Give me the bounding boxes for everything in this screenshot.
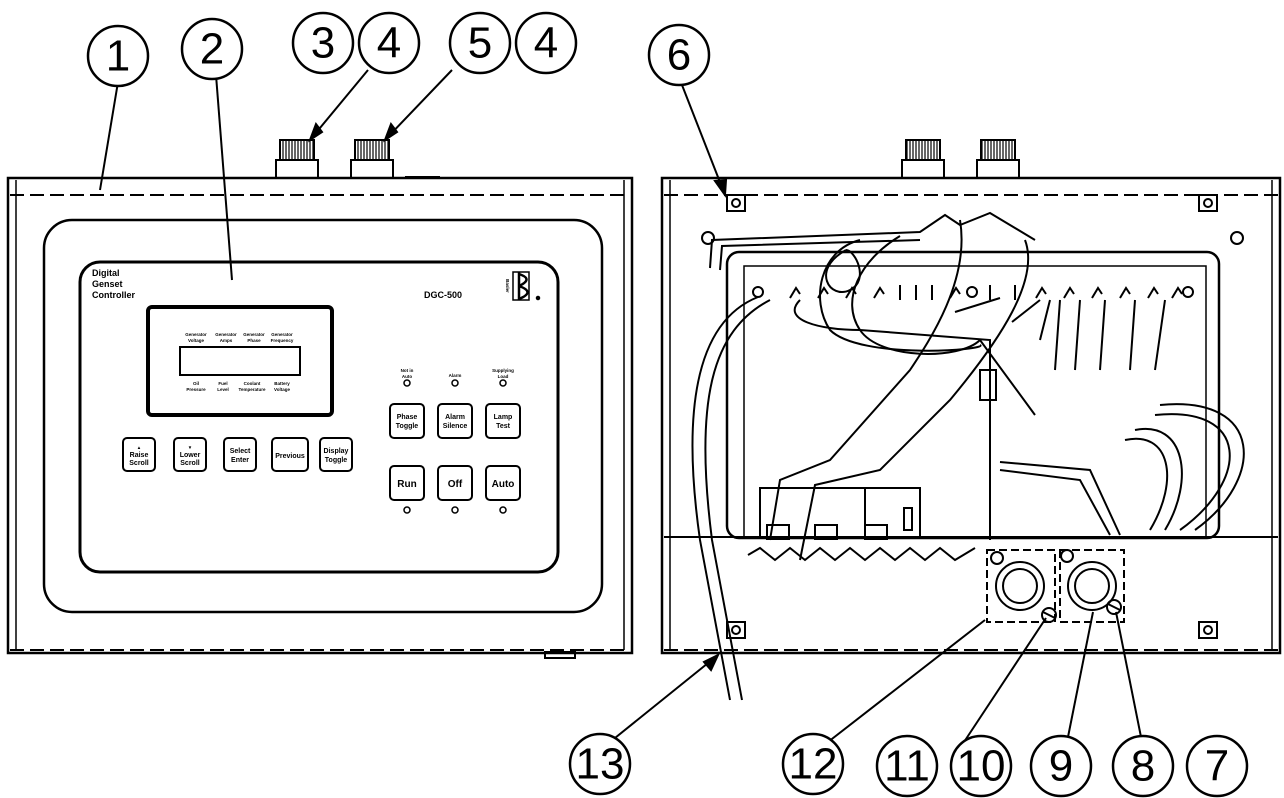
lcd-label-battery-2: Voltage [274,387,290,392]
circular-connector-right [1059,549,1125,623]
auto-key[interactable]: Auto [492,479,515,490]
callout-11: 11 [884,742,930,791]
lcd-label-gen-frequency-1: Generator [271,332,293,337]
lamp-test-label-2: Test [496,423,511,430]
model-label: DGC-500 [424,290,462,300]
callout-4a: 4 [377,19,401,68]
front-knob-right [350,139,394,179]
panel-title-line-1: Digital [92,268,120,278]
callout-2: 2 [200,25,224,74]
led-label-supplying-load-2: Load [498,374,509,379]
phase-toggle-key[interactable]: Phase Toggle [396,414,419,430]
lcd-frame [146,305,334,417]
lcd-label-fuel-2: Level [217,387,229,392]
lcd-label-coolant-2: Temperature [239,387,266,392]
raise-scroll-label-1: Raise [130,452,149,459]
front-bezel [42,218,604,614]
callout-1: 1 [106,32,130,81]
lcd-label-gen-phase-2: Phase [247,338,261,343]
led-indicators [403,379,507,514]
alarm-silence-label-1: Alarm [445,414,465,421]
circular-connector-left [986,549,1057,623]
lower-arrow-icon: ▼ [188,445,192,450]
callout-6: 6 [667,31,691,80]
phase-toggle-label-1: Phase [397,414,418,421]
front-panel-face [78,260,560,574]
front-view [6,139,634,659]
lower-scroll-key[interactable]: ▼ Lower Scroll [180,445,201,467]
rear-knob-left [901,139,945,179]
display-toggle-label-1: Display [324,448,349,455]
lcd-label-gen-voltage-1: Generator [185,332,207,337]
relay-blocks [747,487,976,562]
raise-scroll-key[interactable]: ▲ Raise Scroll [129,445,149,467]
lcd-window [179,346,301,376]
lower-scroll-label-1: Lower [180,452,201,459]
lcd-label-gen-amps-2: Amps [220,338,233,343]
mounting-studs [726,194,1218,639]
raise-scroll-label-2: Scroll [129,460,149,467]
select-enter-key[interactable]: Select Enter [230,448,251,464]
rear-knob-right [976,139,1020,179]
led-label-not-in-auto-2: Auto [402,374,412,379]
callout-7: 7 [1205,742,1229,791]
phase-toggle-label-2: Toggle [396,423,419,430]
brand-logo [512,271,541,301]
run-key[interactable]: Run [397,479,416,490]
display-toggle-label-2: Toggle [325,457,348,464]
alarm-silence-key[interactable]: Alarm Silence [443,414,468,430]
callout-10: 10 [957,742,1006,791]
leader-lines [99,69,1143,743]
lower-scroll-label-2: Scroll [180,460,200,467]
front-knob-left [275,139,319,179]
callout-8: 8 [1131,742,1155,791]
brand-name: Basler [505,279,510,293]
lcd-label-gen-amps-1: Generator [215,332,237,337]
select-enter-label-2: Enter [231,457,249,464]
callout-5: 5 [468,19,492,68]
led-label-supplying-load-1: Supplying [492,368,514,373]
lcd-label-battery-1: Battery [274,381,290,386]
callout-3: 3 [311,19,335,68]
led-label-not-in-auto-1: Not in [401,368,414,373]
callout-4b: 4 [534,19,558,68]
lamp-test-key[interactable]: Lamp Test [494,414,513,430]
lcd-label-oil-1: Oil [193,381,199,386]
rear-view [660,139,1282,701]
lcd-label-coolant-1: Coolant [244,381,261,386]
display-toggle-key[interactable]: Display Toggle [324,448,349,464]
front-enclosure [6,176,634,655]
rear-inner-panel [725,250,1221,540]
led-label-alarm: Alarm [449,373,462,378]
wiring-harness [691,211,1245,701]
nav-key-frames [122,437,353,472]
lcd-label-fuel-1: Fuel [218,381,227,386]
select-enter-label-1: Select [230,448,251,455]
callout-13: 13 [576,740,625,789]
off-key[interactable]: Off [448,479,463,490]
previous-label: Previous [275,453,305,460]
panel-title-line-3: Controller [92,290,135,300]
lcd-label-gen-frequency-2: Frequency [271,338,294,343]
callout-9: 9 [1049,742,1073,791]
front-panel-text: Digital Genset Controller DGC-500 Basler… [92,268,514,490]
lcd-label-gen-phase-1: Generator [243,332,265,337]
raise-arrow-icon: ▲ [137,445,141,450]
callout-labels: 1 2 3 4 5 4 6 7 8 9 10 11 12 13 [106,19,1229,791]
alarm-silence-label-2: Silence [443,423,468,430]
rear-enclosure [660,176,1282,655]
lcd-label-oil-2: Pressure [186,387,206,392]
panel-title-line-2: Genset [92,279,123,289]
callout-12: 12 [789,740,838,789]
function-key-frames [389,403,521,501]
previous-key[interactable]: Previous [275,453,305,460]
terminal-strip [752,285,1194,300]
lcd-label-gen-voltage-2: Voltage [188,338,204,343]
lamp-test-label-1: Lamp [494,414,513,421]
callout-circles [86,11,1249,798]
